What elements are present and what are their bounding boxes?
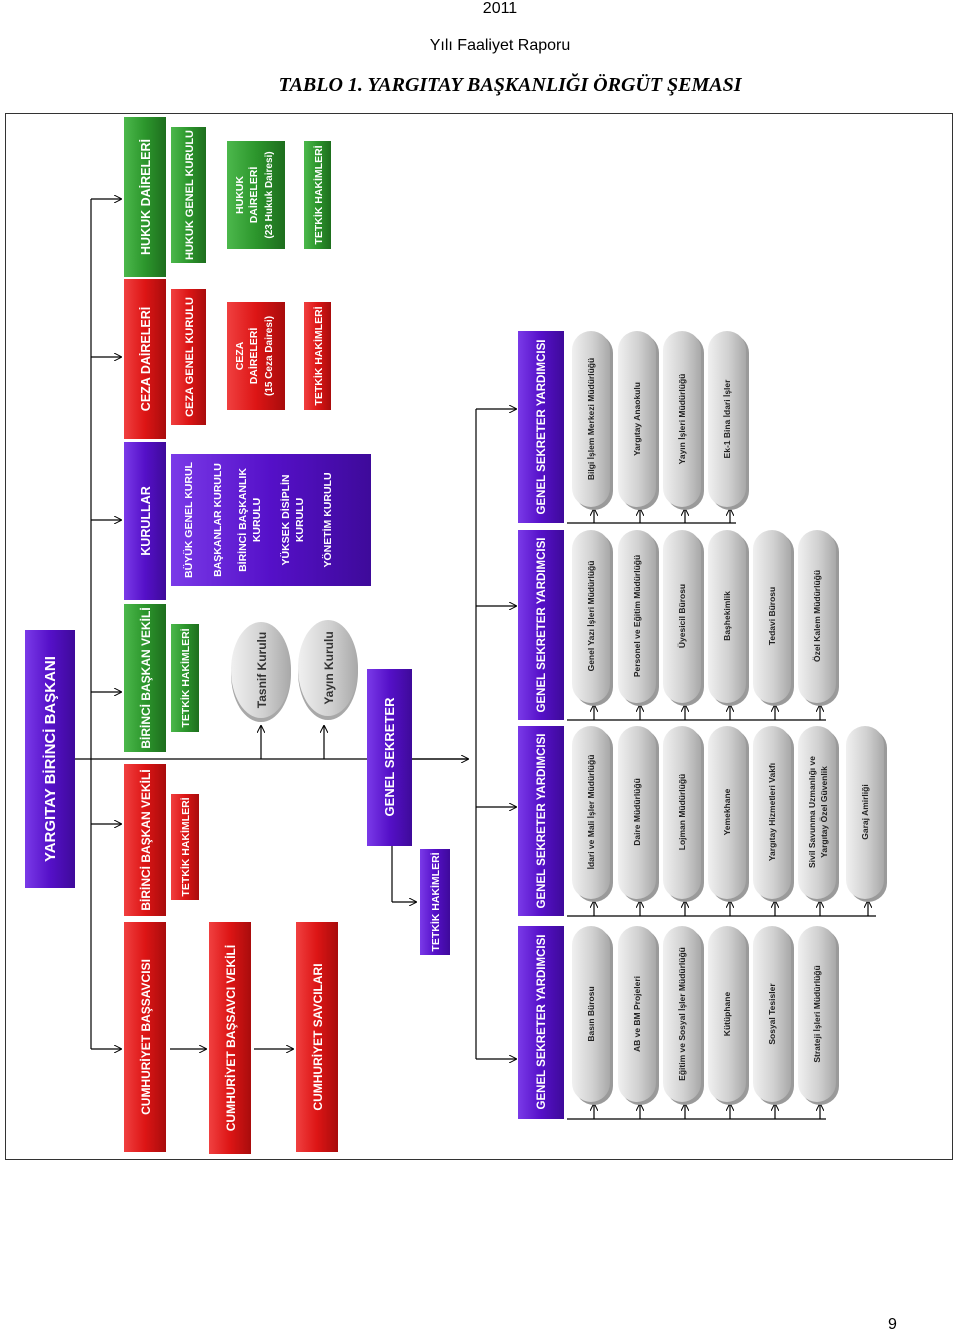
hukuk-daireleri-line1: HUKUK (234, 176, 246, 214)
page-number: 9 (888, 1316, 897, 1333)
unit-g3-1: İdari ve Mali İşler Müdürlüğü (586, 755, 596, 870)
unit-g2-5: Tedavi Bürosu (767, 587, 777, 645)
unit-g3-4: Yemekhane (722, 788, 732, 835)
unit-g1-1: Bilgi İşlem Merkezi Müdürlüğü (586, 358, 596, 480)
unit-g2-3: Üyesicil Bürosu (677, 584, 687, 648)
kurul-item-5: YÖNETİM KURULU (321, 472, 334, 567)
group-4-units: Basın Bürosu AB ve BM Projeleri Eğitim v… (572, 926, 839, 1105)
unit-g4-5: Sosyal Tesisler (767, 983, 777, 1045)
bassavci-vekili-label: CUMHURİYET BAŞSAVCI VEKİLİ (223, 945, 238, 1131)
genel-sekreter-label: GENEL SEKRETER (382, 697, 397, 817)
vekil-2-tetkik-label: TETKİK HAKİMLERİ (179, 797, 192, 896)
report-year: 2011 (482, 0, 518, 17)
unit-g3-6b: Yargıtay Özel Güvenlik (819, 766, 829, 858)
tasnif-kurulu: Tasnif Kurulu (231, 622, 291, 722)
kurul-item-2: BAŞKANLAR KURULU (212, 463, 224, 577)
unit-g1-2: Yargıtay Anaokulu (632, 382, 642, 456)
unit-g1-3: Yayın İşleri Müdürlüğü (677, 374, 687, 465)
page-title: TABLO 1. YARGITAY BAŞKANLIĞI ÖRGÜT ŞEMAS… (278, 74, 742, 96)
group-2-units: Genel Yazı İşleri Müdürlüğü Personel ve … (572, 530, 839, 706)
unit-g1-4: Ek-1 Bina İdari İşler (722, 379, 732, 459)
savcilik-branch: CUMHURİYET BAŞSAVCISI CUMHURİYET BAŞSAVC… (124, 922, 338, 1154)
group-1-units: Bilgi İşlem Merkezi Müdürlüğü Yargıtay A… (572, 331, 749, 510)
hukuk-branch: HUKUK DAİRELERİ HUKUK GENEL KURULU HUKUK… (124, 117, 331, 277)
org-chart-frame: YARGITAY BİRİNCİ BAŞKANI HUKUK DAİRELERİ… (5, 113, 953, 1160)
unit-g2-6: Özel Kalem Müdürlüğü (812, 570, 822, 662)
unit-g3-3: Lojman Müdürlüğü (677, 774, 687, 851)
gs-tetkik-label: TETKİK HAKİMLERİ (429, 852, 442, 951)
yardimci-4: GENEL SEKRETER YARDIMCISI (518, 926, 564, 1119)
unit-g2-2: Personel ve Eğitim Müdürlüğü (632, 555, 642, 677)
ceza-branch: CEZA DAİRELERİ CEZA GENEL KURULU CEZA DA… (124, 279, 331, 439)
kurul-item-4a: YÜKSEK DİSİPLİN (279, 474, 292, 565)
yardimci-1-label: GENEL SEKRETER YARDIMCISI (536, 340, 548, 515)
ceza-genel-kurulu-label: CEZA GENEL KURULU (184, 297, 196, 417)
vekil-1-tetkik-label: TETKİK HAKİMLERİ (179, 628, 192, 727)
yardimci-2-label: GENEL SEKRETER YARDIMCISI (536, 538, 548, 713)
yayin-kurulu: Yayın Kurulu (298, 620, 358, 720)
unit-g4-6: Strateji İşleri Müdürlüğü (812, 965, 822, 1062)
unit-g3-6a: Sivil Savunma Uzmanlığı ve (807, 756, 817, 868)
head-box: YARGITAY BİRİNCİ BAŞKANI (25, 630, 75, 888)
unit-g4-2: AB ve BM Projeleri (632, 976, 642, 1052)
hukuk-daireleri-line2: DAİRELERİ (247, 167, 260, 224)
ceza-tetkik-label: TETKİK HAKİMLERİ (312, 306, 325, 405)
ceza-daireleri-line3: (15 Ceza Dairesi) (264, 316, 275, 396)
connector-lines (75, 199, 876, 1120)
hukuk-daireleri-line3: (23 Hukuk Dairesi) (264, 151, 275, 238)
unit-g3-2: Daire Müdürlüğü (632, 778, 642, 846)
head-label: YARGITAY BİRİNCİ BAŞKANI (42, 656, 59, 862)
unit-g4-3: Eğitim ve Sosyal İşler Müdürlüğü (677, 947, 687, 1081)
ceza-daireleri-line2: DAİRELERİ (247, 328, 260, 385)
bassavci-label: CUMHURİYET BAŞSAVCISI (138, 959, 153, 1115)
unit-g4-4: Kütüphane (722, 992, 732, 1037)
genel-sekreter: GENEL SEKRETER TETKİK HAKİMLERİ (367, 669, 450, 955)
org-chart: YARGITAY BİRİNCİ BAŞKANI HUKUK DAİRELERİ… (25, 117, 887, 1154)
group-3-units: İdari ve Mali İşler Müdürlüğü Daire Müdü… (572, 726, 887, 902)
vekil-2-branch: BİRİNCİ BAŞKAN VEKİLİ TETKİK HAKİMLERİ (124, 764, 199, 916)
unit-g2-1: Genel Yazı İşleri Müdürlüğü (586, 561, 596, 672)
hukuk-tetkik-label: TETKİK HAKİMLERİ (312, 145, 325, 244)
vekil-1-label: BİRİNCİ BAŞKAN VEKİLİ (138, 607, 153, 748)
savcilar-label: CUMHURİYET SAVCILARI (310, 963, 325, 1110)
unit-g2-4: Başhekimlik (722, 591, 732, 641)
kurul-item-1: BÜYÜK GENEL KURUL (182, 461, 195, 577)
vekil-1-branch: BİRİNCİ BAŞKAN VEKİLİ TETKİK HAKİMLERİ (124, 604, 199, 752)
unit-g3-5: Yargıtay Hizmetleri Vakfı (767, 763, 777, 861)
hukuk-daireleri-label: HUKUK DAİRELERİ (138, 139, 153, 255)
kurul-item-3b: KURULU (251, 498, 263, 542)
yardimci-4-label: GENEL SEKRETER YARDIMCISI (536, 935, 548, 1110)
yardimci-1: GENEL SEKRETER YARDIMCISI (518, 331, 564, 523)
kurullar-branch: KURULLAR BÜYÜK GENEL KURUL BAŞKANLAR KUR… (124, 442, 371, 600)
yardimci-2: GENEL SEKRETER YARDIMCISI (518, 530, 564, 720)
report-subtitle: Yılı Faaliyet Raporu (429, 37, 571, 54)
ceza-daireleri-label: CEZA DAİRELERİ (138, 307, 153, 411)
yardimci-3-label: GENEL SEKRETER YARDIMCISI (536, 734, 548, 909)
unit-g3-7: Garaj Amirliği (860, 784, 870, 839)
vekil-2-label: BİRİNCİ BAŞKAN VEKİLİ (138, 769, 153, 910)
tasnif-kurulu-label: Tasnif Kurulu (255, 632, 269, 708)
unit-g4-1: Basın Bürosu (586, 986, 596, 1041)
yayin-kurulu-label: Yayın Kurulu (322, 631, 336, 704)
yardimci-3: GENEL SEKRETER YARDIMCISI (518, 726, 564, 916)
hukuk-genel-kurulu-label: HUKUK GENEL KURULU (184, 130, 196, 260)
kurullar-label: KURULLAR (139, 486, 153, 555)
unit-connectors (594, 509, 868, 1119)
ceza-daireleri-line1: CEZA (234, 341, 246, 370)
kurul-item-3a: BİRİNCİ BAŞKANLIK (236, 468, 249, 572)
kurul-item-4b: KURULU (294, 498, 306, 542)
